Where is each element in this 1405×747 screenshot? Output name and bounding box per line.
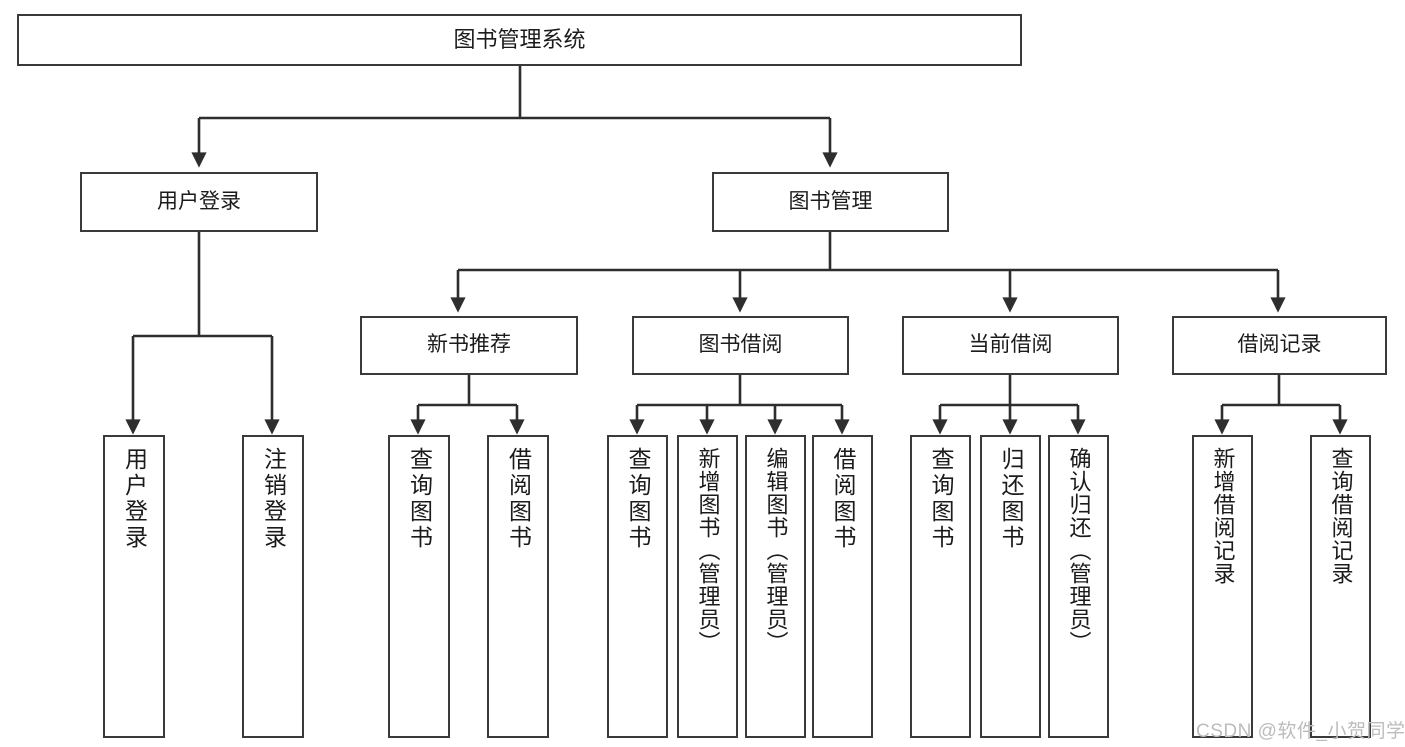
node-root-library-system[interactable]: 图书管理系统 xyxy=(17,14,1022,66)
node-label: 借阅图书 xyxy=(830,447,856,551)
node-label: 新增图书（管理员） xyxy=(695,447,721,654)
node-label: 借阅记录 xyxy=(1237,333,1322,357)
leaf-borrow-query-book[interactable]: 查询图书 xyxy=(607,435,668,738)
node-current-borrow[interactable]: 当前借阅 xyxy=(902,316,1119,375)
leaf-record-query-record[interactable]: 查询借阅记录 xyxy=(1310,435,1371,738)
node-label: 用户登录 xyxy=(121,447,148,551)
node-label: 查询借阅记录 xyxy=(1328,447,1354,585)
node-label: 查询图书 xyxy=(625,447,651,551)
node-label: 归还图书 xyxy=(998,447,1024,551)
node-label: 当前借阅 xyxy=(968,333,1053,357)
leaf-new-book-borrow[interactable]: 借阅图书 xyxy=(487,435,549,738)
node-label: 编辑图书（管理员） xyxy=(763,447,789,654)
node-user-login[interactable]: 用户登录 xyxy=(80,172,318,232)
node-book-management[interactable]: 图书管理 xyxy=(712,172,949,232)
node-label: 用户登录 xyxy=(157,189,241,213)
leaf-borrow-borrow-book[interactable]: 借阅图书 xyxy=(812,435,873,738)
leaf-user-login-logout[interactable]: 注销登录 xyxy=(242,435,304,738)
leaf-user-login-login[interactable]: 用户登录 xyxy=(103,435,165,738)
node-label: 借阅图书 xyxy=(505,447,532,551)
leaf-new-book-query[interactable]: 查询图书 xyxy=(388,435,450,738)
leaf-current-query-book[interactable]: 查询图书 xyxy=(910,435,971,738)
node-borrow-record[interactable]: 借阅记录 xyxy=(1172,316,1387,375)
leaf-borrow-edit-book-admin[interactable]: 编辑图书（管理员） xyxy=(745,435,806,738)
node-book-borrow[interactable]: 图书借阅 xyxy=(632,316,849,375)
node-label: 图书管理 xyxy=(788,189,873,213)
node-label: 图书管理系统 xyxy=(453,27,586,53)
node-label: 新增借阅记录 xyxy=(1210,447,1236,585)
leaf-record-add-record[interactable]: 新增借阅记录 xyxy=(1192,435,1253,738)
node-label: 新书推荐 xyxy=(427,333,511,357)
node-label: 查询图书 xyxy=(406,447,433,551)
leaf-borrow-add-book-admin[interactable]: 新增图书（管理员） xyxy=(677,435,738,738)
leaf-current-return-book[interactable]: 归还图书 xyxy=(980,435,1041,738)
node-new-book-recommend[interactable]: 新书推荐 xyxy=(360,316,578,375)
csdn-watermark: CSDN @软件_小贺同学 xyxy=(1196,721,1405,742)
node-label: 查询图书 xyxy=(928,447,954,551)
node-label: 图书借阅 xyxy=(698,333,783,357)
node-label: 注销登录 xyxy=(260,447,287,551)
node-label: 确认归还（管理员） xyxy=(1066,447,1092,654)
leaf-current-confirm-return-admin[interactable]: 确认归还（管理员） xyxy=(1048,435,1109,738)
